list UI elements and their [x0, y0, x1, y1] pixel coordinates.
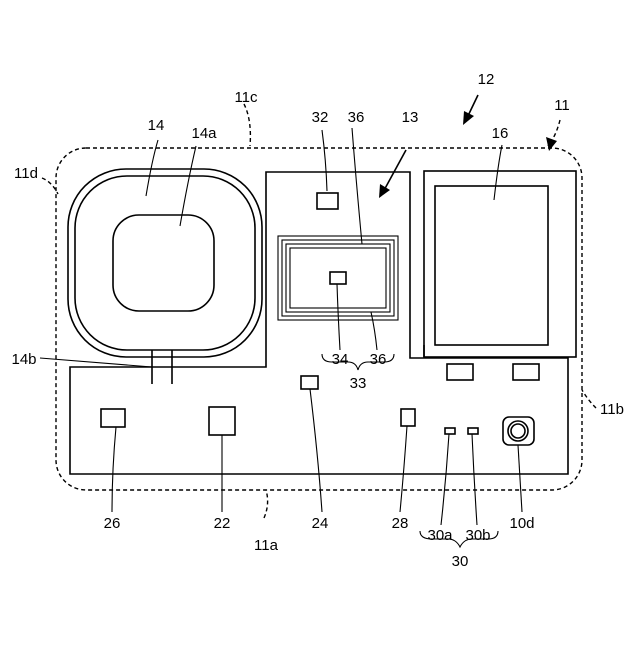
leader-30a [441, 434, 449, 525]
label-13: 13 [402, 109, 419, 126]
label-11b: 11b [600, 401, 624, 418]
leader-28 [400, 426, 407, 512]
label-26: 26 [104, 515, 121, 532]
arrow-11-head [546, 137, 557, 151]
label-36-top: 36 [348, 109, 365, 126]
leader-10d [518, 445, 522, 512]
component-24 [301, 376, 318, 389]
label-11a: 11a [254, 537, 279, 554]
leader-11a [264, 490, 268, 518]
leader-36-top [352, 128, 362, 244]
label-30: 30 [452, 553, 469, 570]
battery-terminal-right [513, 364, 539, 380]
component-28 [401, 409, 415, 426]
label-30b: 30b [465, 527, 490, 544]
label-12: 12 [478, 71, 495, 88]
coil-opening-14a [113, 215, 214, 311]
circuit-board [70, 172, 568, 474]
label-10d: 10d [509, 515, 534, 532]
label-11d: 11d [14, 165, 38, 182]
leader-34 [337, 284, 340, 350]
label-22: 22 [214, 515, 231, 532]
ic-chip-34 [330, 272, 346, 284]
component-30b [468, 428, 478, 434]
battery-16-inner [435, 186, 548, 345]
leader-36-bottom [371, 312, 377, 350]
label-24: 24 [312, 515, 329, 532]
component-22 [209, 407, 235, 435]
leader-16 [494, 145, 502, 200]
leader-11c [244, 104, 250, 146]
component-26 [101, 409, 125, 427]
leader-32 [322, 130, 327, 191]
label-14b: 14b [11, 351, 36, 368]
label-28: 28 [392, 515, 409, 532]
leader-14b [40, 358, 152, 367]
leader-11b [582, 390, 596, 408]
leader-30b [472, 434, 477, 525]
coil-14-inner-line [75, 176, 255, 350]
battery-terminal-left [447, 364, 473, 380]
arrow-13-head [379, 184, 390, 198]
label-32: 32 [312, 109, 329, 126]
leader-24 [310, 389, 322, 512]
leader-14a [180, 146, 196, 226]
label-34: 34 [332, 351, 349, 368]
label-11c: 11c [234, 89, 258, 106]
label-14: 14 [148, 117, 165, 134]
coil-14-outer [68, 169, 262, 357]
label-33: 33 [350, 375, 367, 392]
battery-16-outer [424, 171, 576, 357]
label-14a: 14a [191, 125, 217, 142]
component-30a [445, 428, 455, 434]
label-36-bottom: 36 [370, 351, 387, 368]
label-16: 16 [492, 125, 509, 142]
label-30a: 30a [427, 527, 453, 544]
label-11: 11 [554, 97, 570, 114]
leader-26 [112, 427, 116, 512]
component-32 [317, 193, 338, 209]
